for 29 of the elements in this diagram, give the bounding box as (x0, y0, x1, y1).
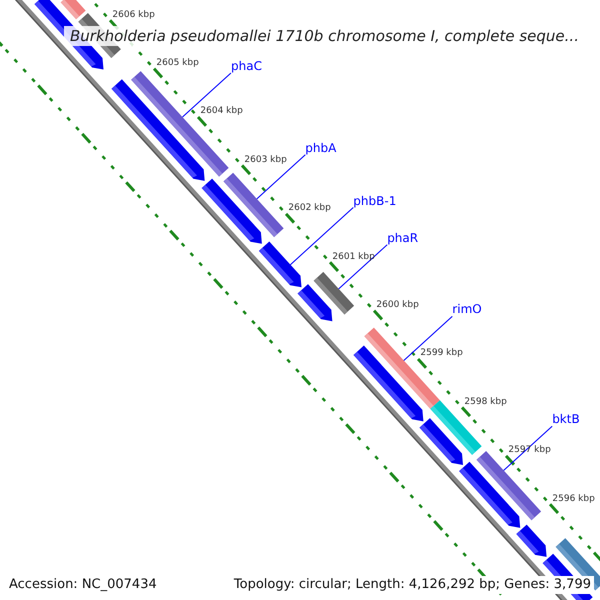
tick-label: 2603 kbp (244, 154, 287, 166)
gene-bar (298, 284, 332, 322)
tick-label: 2605 kbp (156, 58, 199, 69)
gene-bar (202, 178, 262, 244)
gene-label: rimO (452, 302, 482, 316)
leader-line (403, 316, 453, 361)
gene-bar (459, 462, 520, 528)
leader-line (290, 207, 354, 266)
tick-label: 2601 kbp (332, 252, 375, 263)
gene-label: phaR (387, 230, 418, 245)
tick-label: 2602 kbp (288, 203, 331, 214)
gene-bar (258, 242, 302, 288)
gene-label: phbB-1 (353, 194, 396, 208)
tick-label: 2606 kbp (112, 10, 155, 21)
leader-line (256, 154, 306, 200)
gene-bar (420, 418, 463, 465)
tick-label: 2598 kbp (464, 396, 507, 408)
gene-label: bktB (552, 412, 580, 426)
leader-line (182, 72, 232, 118)
gene-bar (516, 524, 547, 557)
gene-label: phbA (305, 140, 336, 155)
leader-line (338, 244, 388, 290)
genome-summary: Topology: circular; Length: 4,126,292 bp; Genes: 3,799 (230, 576, 594, 594)
tick-label: 2599 kbp (420, 348, 463, 360)
tick-label: 2604 kbp (200, 106, 243, 118)
gene-label: phaC (231, 59, 262, 73)
tick-label: 2600 kbp (376, 300, 419, 311)
tick-label: 2596 kbp (552, 494, 595, 505)
leader-line (503, 426, 553, 471)
